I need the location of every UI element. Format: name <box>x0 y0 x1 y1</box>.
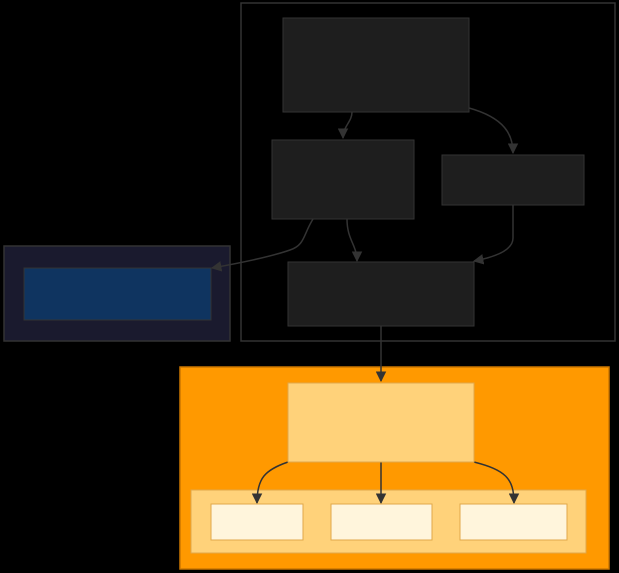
node-leaf-3[interactable] <box>459 503 568 541</box>
edge-mid-left-to-merge <box>346 218 363 263</box>
node-leaf-2[interactable] <box>330 503 433 541</box>
edge-bottom-top-to-leaf-3 <box>473 461 520 505</box>
edges <box>210 107 520 505</box>
edge-mid-left-to-side-node <box>210 218 314 272</box>
node-bottom-top[interactable] <box>287 382 475 463</box>
node-top[interactable] <box>282 17 470 113</box>
node-mid-right[interactable] <box>441 154 585 206</box>
edge-mid-right-to-merge <box>472 205 514 265</box>
node-merge[interactable] <box>287 261 475 327</box>
node-leaf-1[interactable] <box>210 503 304 541</box>
edge-top-to-mid-right <box>468 107 519 155</box>
edge-top-to-mid-left <box>337 111 353 140</box>
node-side[interactable] <box>23 267 212 321</box>
edge-bottom-top-to-leaf-1 <box>251 461 289 505</box>
node-mid-left[interactable] <box>271 139 415 220</box>
